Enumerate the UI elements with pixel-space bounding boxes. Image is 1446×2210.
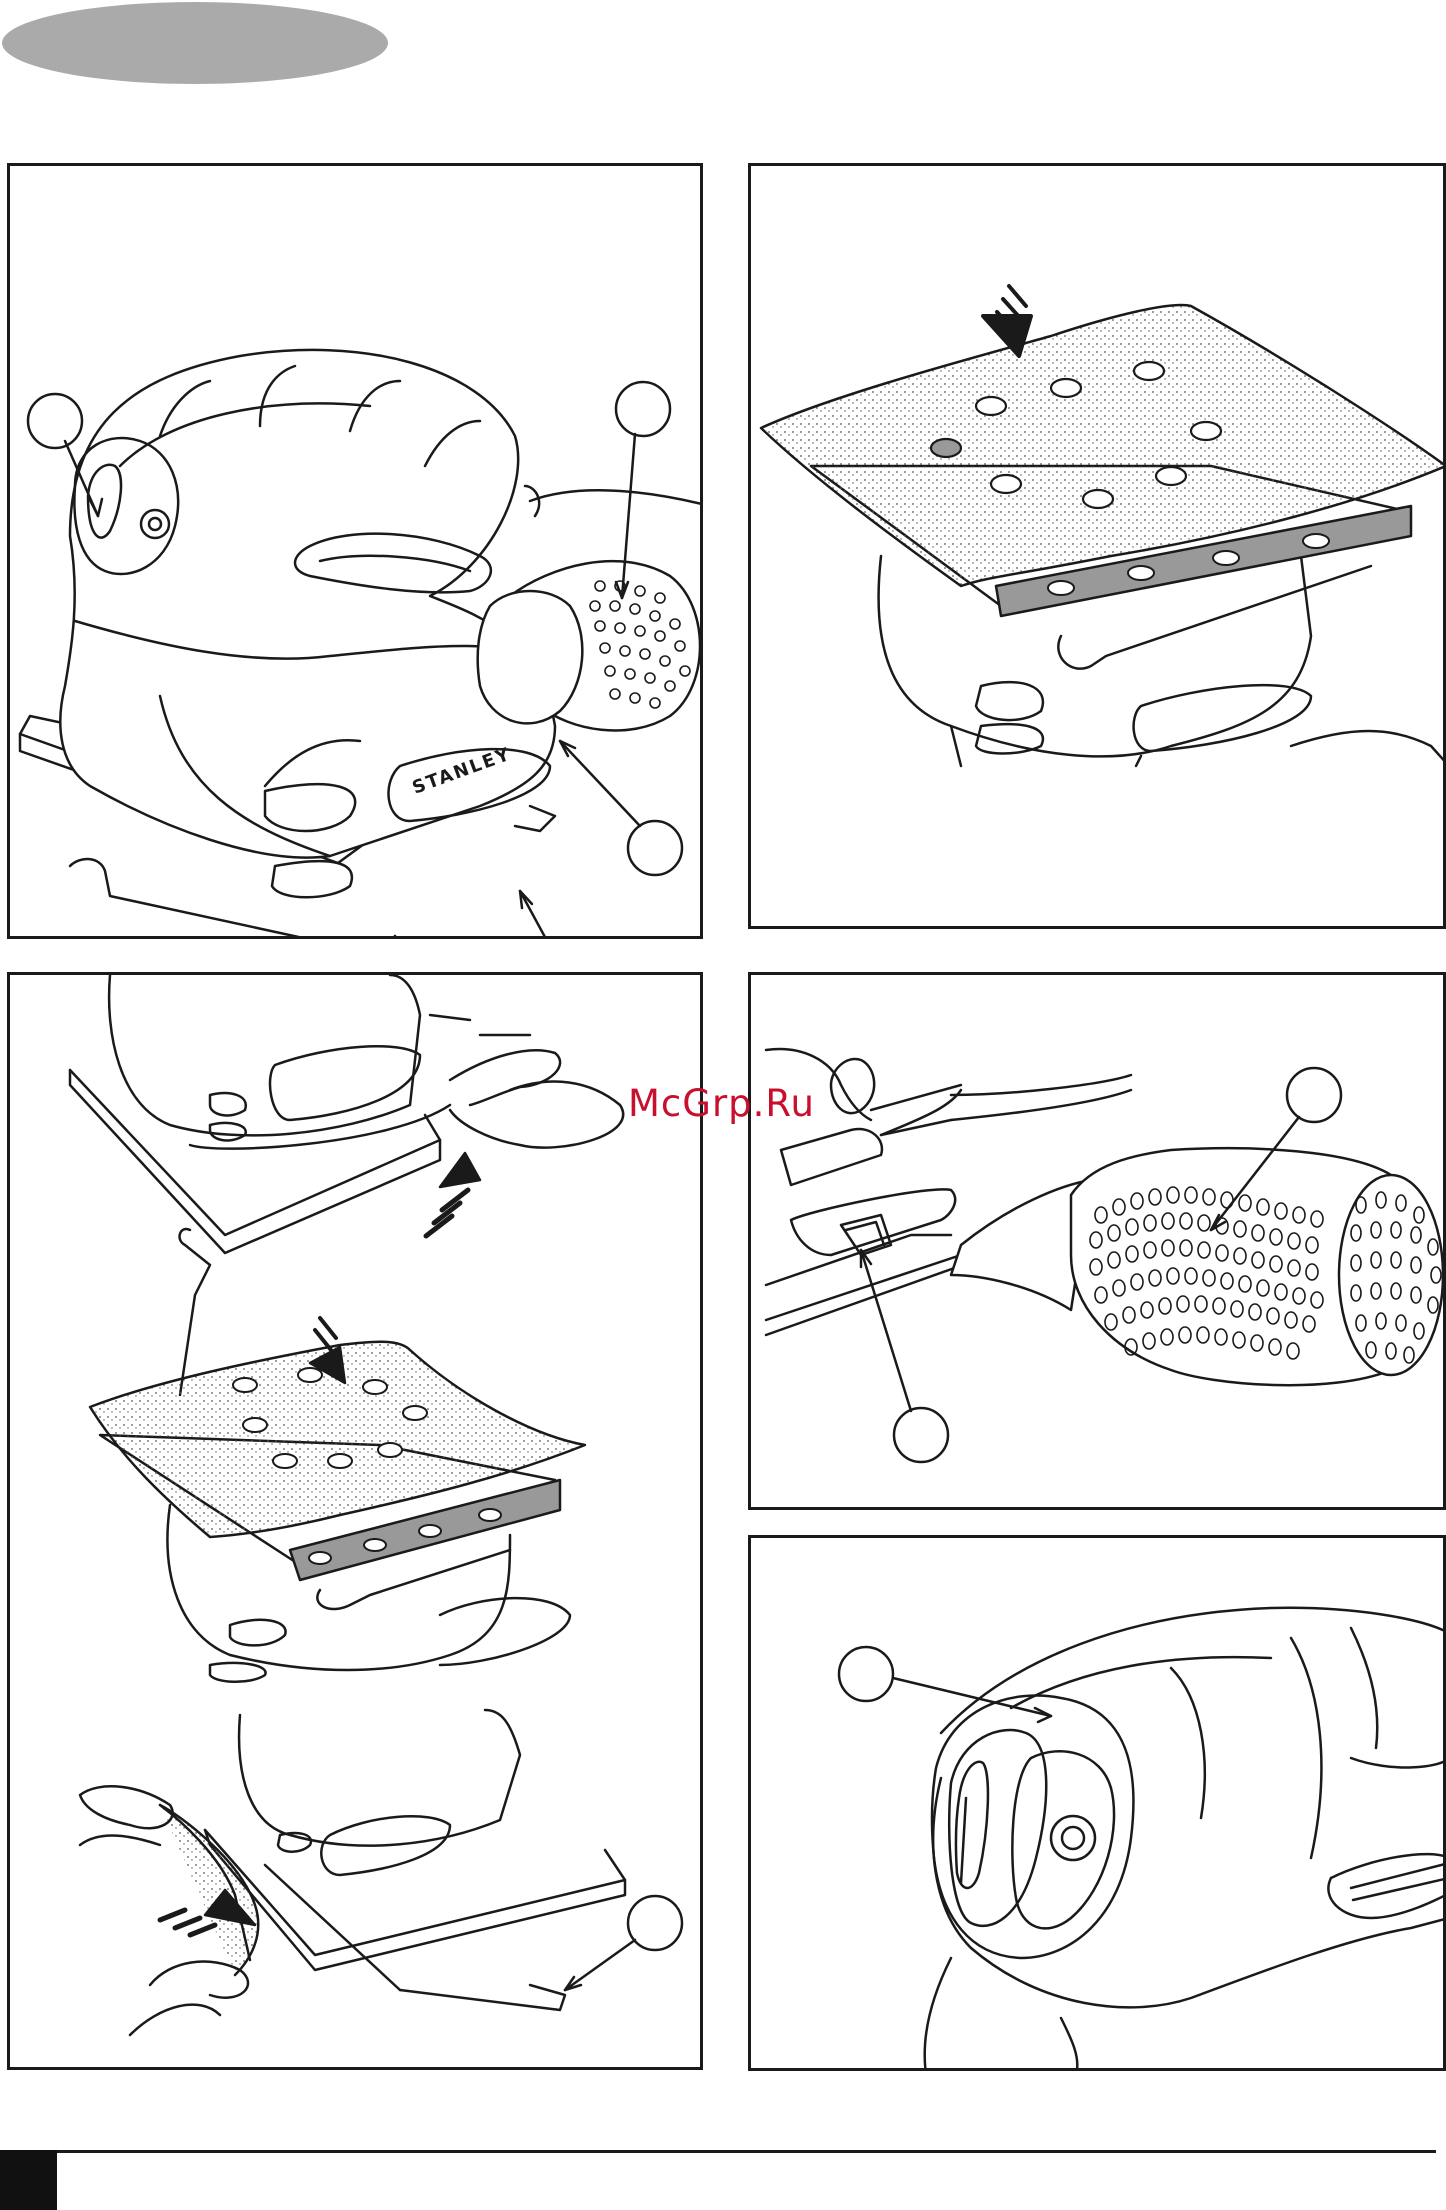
callout-1 (839, 1647, 893, 1701)
callout-2 (894, 1408, 948, 1462)
switch-housing (932, 1696, 1134, 1958)
figure-fit-sanding-sheet (748, 163, 1446, 929)
step-clamp-sheet (80, 1710, 625, 2035)
watermark-text: McGrp.Ru (628, 1082, 815, 1125)
dust-canister (478, 561, 700, 730)
section-tab (2, 2, 388, 84)
callout-2 (616, 382, 670, 436)
page-number-block (0, 2150, 57, 2210)
sander-body-lower (879, 556, 1446, 766)
down-arrow (983, 286, 1031, 356)
figure-dust-canister (748, 972, 1446, 1510)
power-cord (530, 490, 703, 506)
dust-canister (951, 1148, 1443, 1385)
front-grip (1328, 1854, 1446, 1918)
figure-on-off-switch (748, 1535, 1446, 2071)
sander-body (60, 350, 555, 858)
callout-1 (1287, 1068, 1341, 1122)
callout-1 (628, 1896, 682, 1950)
figure-clamp-sheet-steps (7, 972, 703, 2070)
callout-3 (628, 821, 682, 875)
footer-rule (0, 2150, 1436, 2153)
callout-1 (28, 394, 82, 448)
sander-head (925, 1608, 1446, 2071)
callouts (839, 1647, 1051, 1722)
step-release-clamp (70, 975, 623, 1253)
figure-sander-overview: STANLEY (7, 163, 703, 939)
switch-knob-icon (1051, 1816, 1095, 1860)
callouts (565, 1896, 682, 1990)
step-place-sheet (90, 1229, 585, 1682)
up-arrow (426, 1153, 480, 1236)
